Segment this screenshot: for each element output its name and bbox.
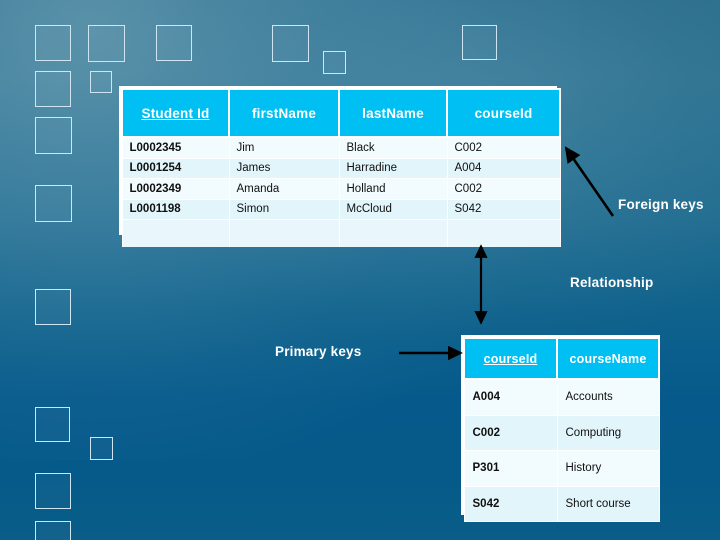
column-header-course-id-label: courseId — [474, 105, 533, 121]
cell-course-name: Computing — [556, 414, 660, 451]
cell-course-id: C002 — [446, 178, 561, 200]
cell-last-name: Black — [338, 136, 448, 159]
column-header-course-name[interactable]: courseName — [556, 337, 660, 380]
cell-student-id: L0001254 — [121, 157, 230, 179]
decorative-square-10 — [35, 185, 72, 222]
decorative-square-1 — [35, 25, 71, 61]
course-table-header-row: courseId courseName — [463, 337, 660, 380]
column-header-last-name[interactable]: lastName — [338, 88, 448, 138]
column-header-course-name-label: courseName — [569, 351, 647, 366]
column-header-student-id-label: Student Id — [141, 105, 210, 121]
primary-keys-label: Primary keys — [275, 344, 362, 359]
cell-first-name: Amanda — [228, 178, 340, 200]
cell-last-name: Holland — [338, 178, 448, 200]
cell-last-name: Harradine — [338, 157, 448, 179]
student-table-header-row: Student Id firstName lastName courseId — [121, 88, 561, 138]
cell-course-id-key: C002 — [463, 414, 558, 451]
filler-cell — [338, 219, 448, 247]
cell-course-id: C002 — [446, 136, 561, 159]
cell-course-name: Short course — [556, 485, 660, 522]
cell-course-id: A004 — [446, 157, 561, 179]
cell-course-id-key: A004 — [463, 378, 558, 416]
decorative-square-13 — [90, 437, 113, 460]
decorative-square-11 — [35, 289, 71, 325]
cell-first-name: Simon — [228, 198, 340, 220]
decorative-square-3 — [156, 25, 192, 61]
cell-first-name: James — [228, 157, 340, 179]
column-header-student-id[interactable]: Student Id — [121, 88, 230, 138]
cell-first-name: Jim — [228, 136, 340, 159]
filler-cell — [446, 219, 561, 247]
cell-course-id-key: S042 — [463, 485, 558, 522]
column-header-last-name-label: lastName — [362, 105, 424, 121]
decorative-square-15 — [35, 521, 71, 540]
student-table: Student Id firstName lastName courseId L… — [119, 86, 561, 247]
decorative-square-9 — [35, 117, 72, 154]
column-header-course-id[interactable]: courseId — [446, 88, 561, 138]
decorative-square-14 — [35, 473, 71, 509]
student-table-filler-row — [121, 219, 561, 247]
filler-cell — [121, 219, 230, 247]
cell-last-name: McCloud — [338, 198, 448, 220]
decorative-square-8 — [90, 71, 112, 93]
cell-student-id: L0002349 — [121, 178, 230, 200]
decorative-square-12 — [35, 407, 70, 442]
column-header-course-id-key-label: courseId — [483, 351, 538, 366]
decorative-square-2 — [88, 25, 125, 62]
cell-course-name: Accounts — [556, 378, 660, 416]
foreign-keys-label: Foreign keys — [618, 197, 704, 212]
cell-course-id-key: P301 — [463, 450, 558, 487]
column-header-first-name-label: firstName — [251, 105, 317, 121]
cell-student-id: L0001198 — [121, 198, 230, 220]
cell-course-name: History — [556, 450, 660, 487]
cell-course-id: S042 — [446, 198, 561, 220]
decorative-square-6 — [35, 71, 71, 107]
column-header-course-id-key[interactable]: courseId — [463, 337, 558, 380]
filler-cell — [228, 219, 340, 247]
decorative-square-5 — [462, 25, 497, 60]
column-header-first-name[interactable]: firstName — [228, 88, 340, 138]
decorative-square-4 — [272, 25, 309, 62]
cell-student-id: L0002345 — [121, 136, 230, 159]
decorative-square-7 — [323, 51, 346, 74]
relationship-label: Relationship — [570, 275, 654, 290]
